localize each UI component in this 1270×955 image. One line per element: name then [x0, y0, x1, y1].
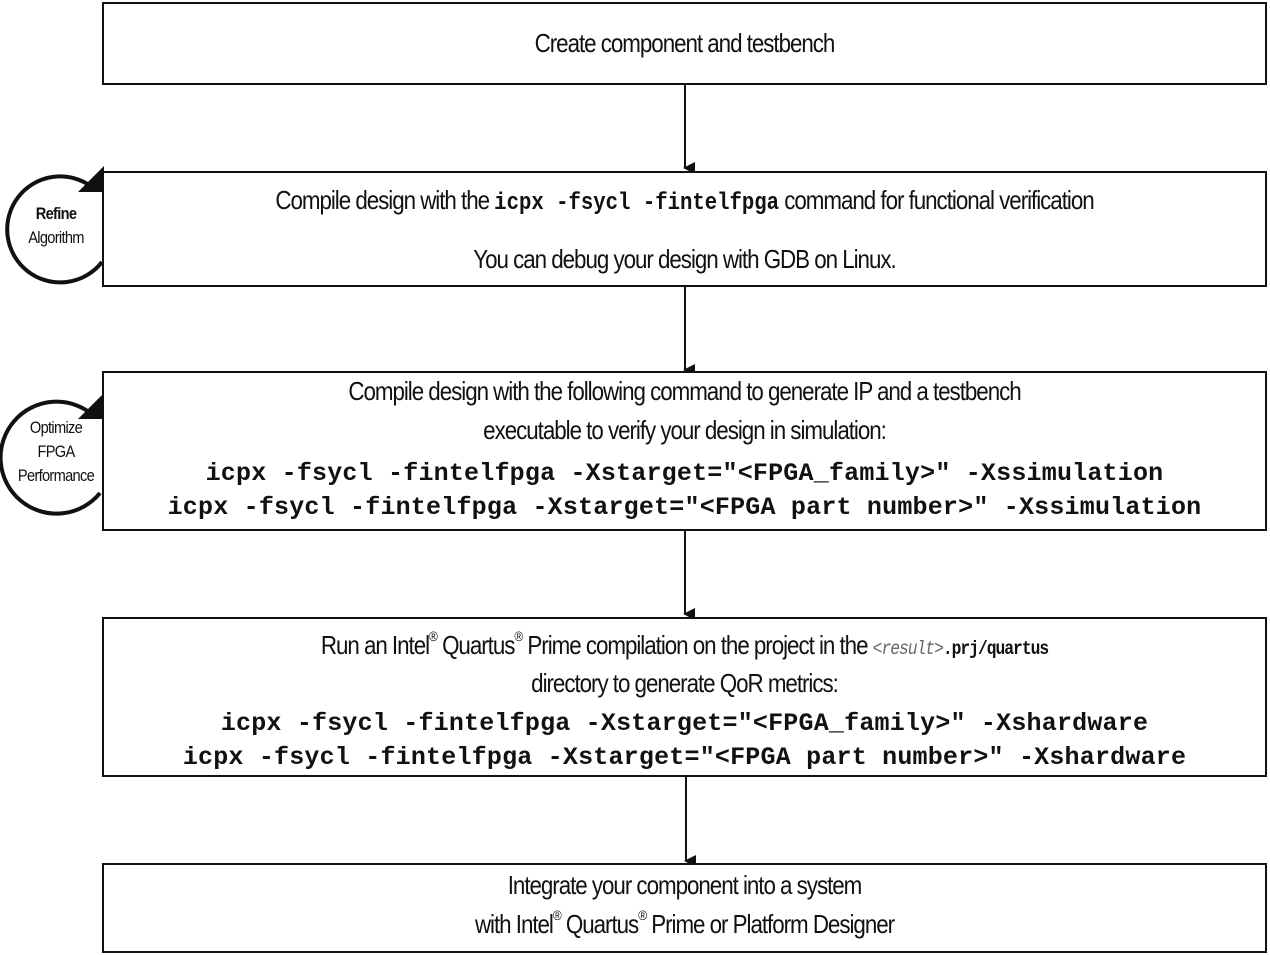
step-sim-line1: Compile design with the following comman… — [348, 376, 1021, 406]
text-run-quartus: Quartus — [436, 630, 515, 660]
loop-optimize-line1: Optimize — [29, 418, 83, 437]
text-run-intel: Run an Intel — [320, 630, 430, 660]
optimize-loop-circle — [0, 399, 102, 516]
line1-pre: Compile design with the — [275, 185, 495, 215]
step-quartus-line2: directory to generate QoR metrics: — [531, 668, 839, 698]
registered-mark: ® — [638, 907, 647, 923]
step-quartus-line1: Run an Intel® Quartus® Prime compilation… — [185, 628, 1183, 661]
refine-loop-circle — [5, 174, 104, 285]
step-compile-functional: Compile design with the icpx -fsycl -fin… — [102, 171, 1267, 287]
result-placeholder: <result> — [872, 638, 944, 660]
step-integrate: Integrate your component into a system w… — [102, 863, 1267, 953]
project-path: .prj/quartus — [942, 638, 1049, 660]
step-integrate-line1: Integrate your component into a system — [507, 870, 863, 900]
loop-optimize-label: Optimize FPGA Performance — [13, 416, 99, 488]
optimize-loop-arrowhead — [78, 393, 104, 419]
loop-refine-label: Refine Algorithm — [13, 202, 99, 250]
refine-loop-arrowhead — [78, 166, 104, 192]
registered-mark: ® — [552, 907, 562, 923]
step-compile-functional-line2: You can debug your design with GDB on Li… — [473, 244, 896, 274]
step-create: Create component and testbench — [102, 2, 1267, 85]
text-run-rest: Prime compilation on the project in the — [522, 630, 873, 660]
registered-mark: ® — [514, 628, 523, 644]
step-sim-cmd1: icpx -fsycl -fintelfpga -Xstarget="<FPGA… — [205, 459, 1164, 488]
text-with-intel: with Intel — [474, 909, 554, 939]
step-integrate-line2: with Intel® Quartus® Prime or Platform D… — [185, 907, 1183, 940]
step-sim-cmd2: icpx -fsycl -fintelfpga -Xstarget="<FPGA… — [167, 493, 1202, 522]
step-compile-simulation: Compile design with the following comman… — [102, 371, 1267, 531]
step-sim-line2: executable to verify your design in simu… — [483, 415, 887, 445]
step-quartus-cmd2: icpx -fsycl -fintelfpga -Xstarget="<FPGA… — [182, 743, 1187, 772]
loop-optimize-line2: FPGA — [37, 442, 75, 461]
inline-command: icpx -fsycl -fintelfpga — [494, 190, 780, 217]
step-quartus-compile: Run an Intel® Quartus® Prime compilation… — [102, 617, 1267, 777]
step-create-text: Create component and testbench — [534, 28, 836, 58]
text-prime-rest: Prime or Platform Designer — [646, 909, 895, 939]
loop-refine-line2: Algorithm — [28, 228, 84, 247]
loop-optimize-line3: Performance — [17, 466, 95, 485]
registered-mark: ® — [429, 628, 438, 644]
loop-refine-line1: Refine — [35, 204, 77, 223]
line1-post: command for functional verification — [779, 185, 1094, 215]
text-quartus: Quartus — [560, 909, 639, 939]
step-quartus-cmd1: icpx -fsycl -fintelfpga -Xstarget="<FPGA… — [220, 709, 1149, 738]
step-compile-functional-line1: Compile design with the icpx -fsycl -fin… — [185, 185, 1183, 217]
